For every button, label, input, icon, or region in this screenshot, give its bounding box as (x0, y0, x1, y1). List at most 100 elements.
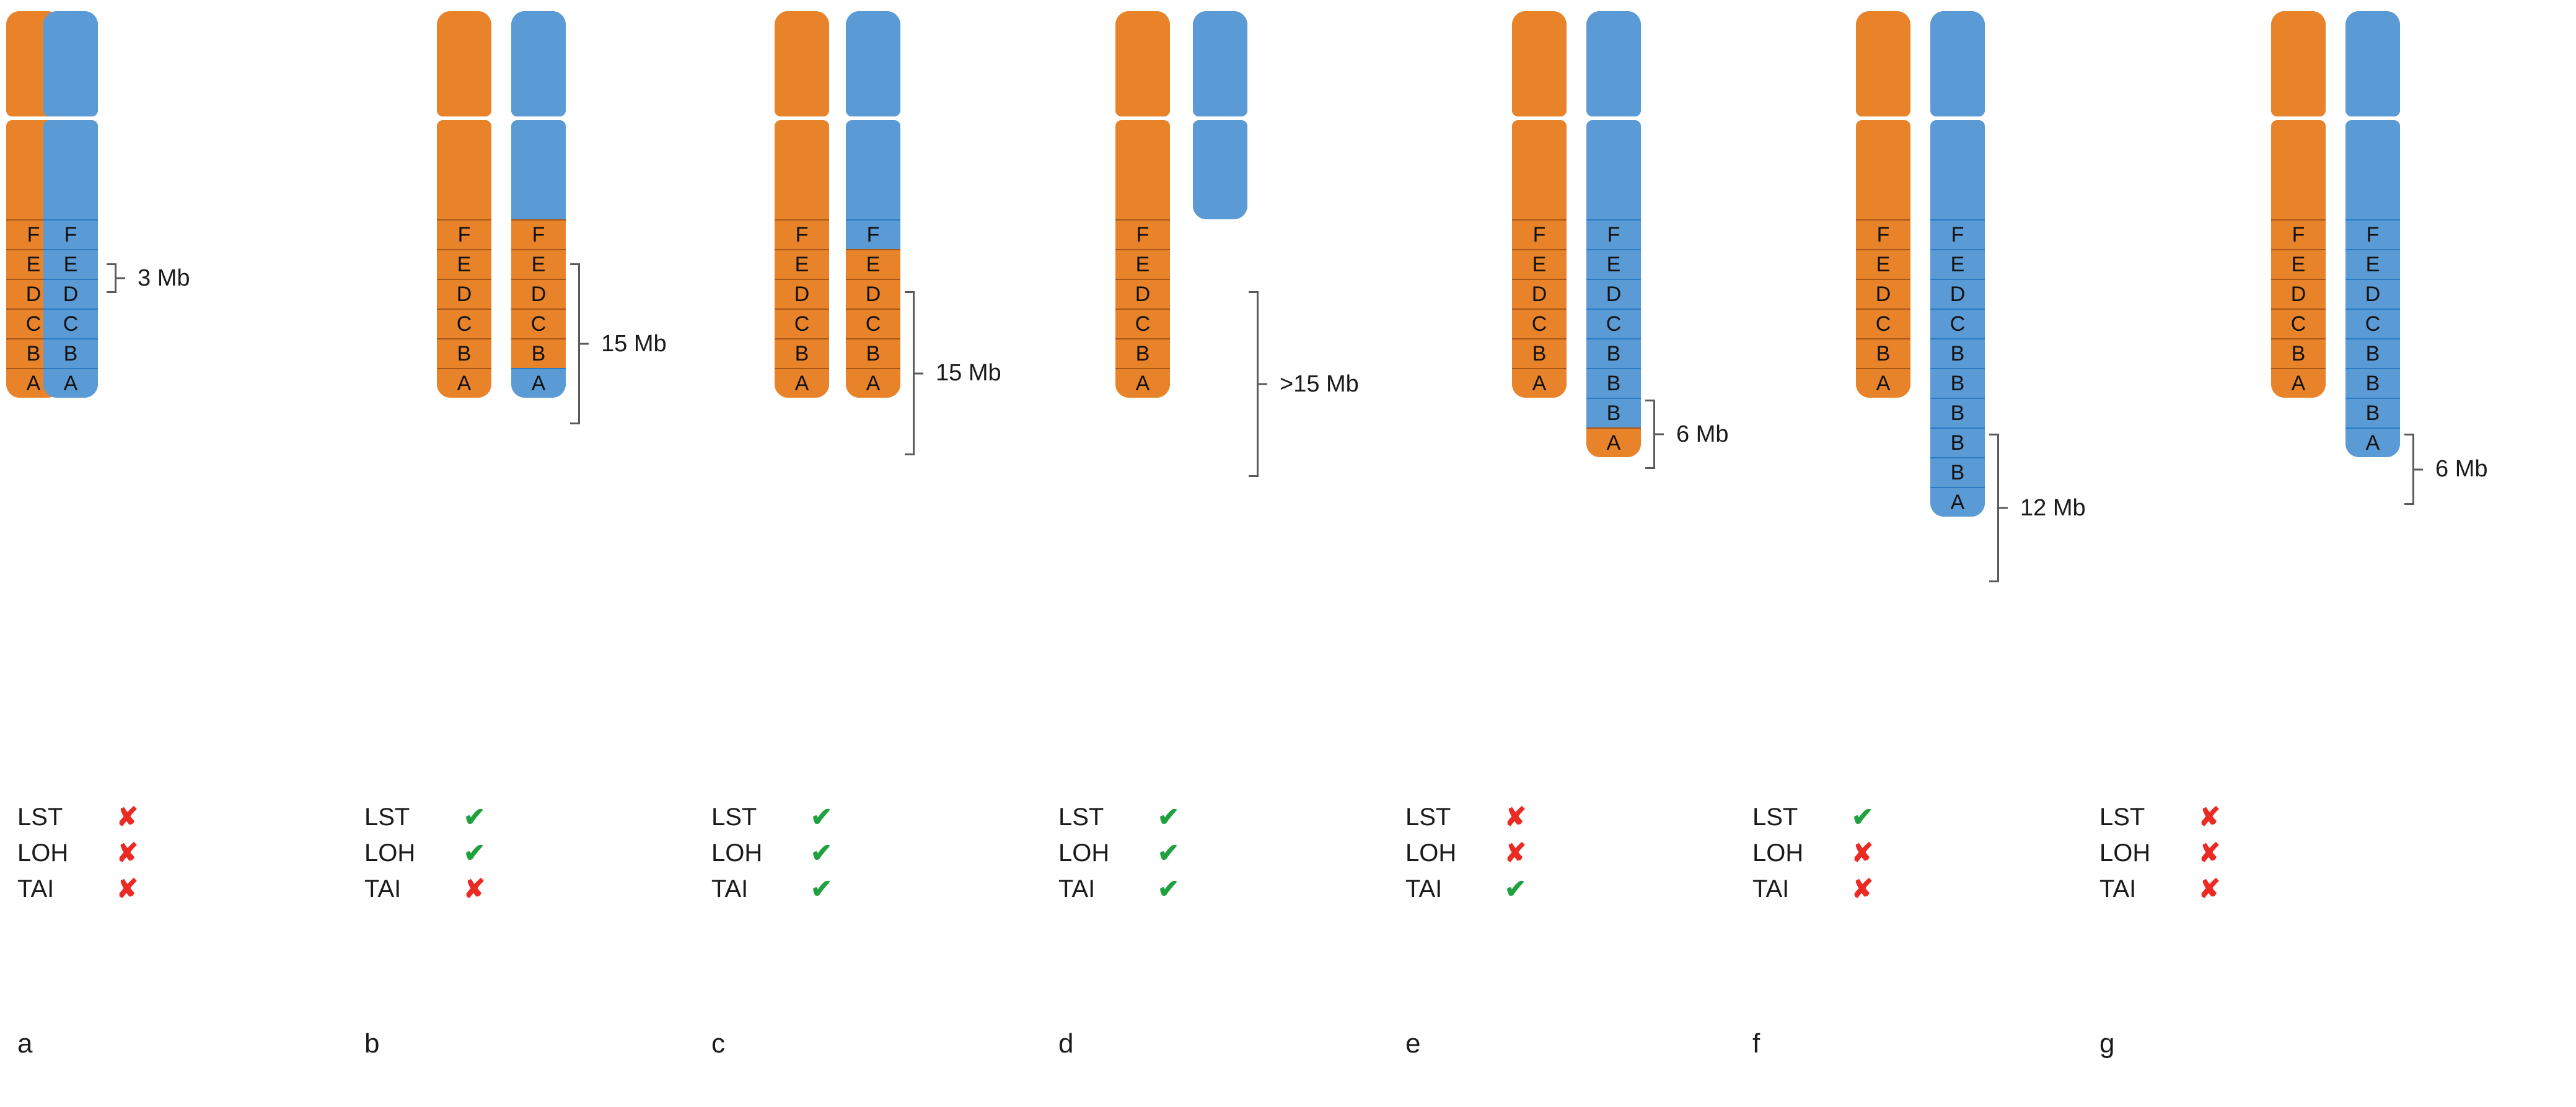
chromosome-segment-A: A (2271, 368, 2326, 398)
scar-row-loh: LOH ✘ (2099, 835, 2360, 871)
chromosome-segment-C: C (43, 308, 98, 338)
scar-label-lst: LST (364, 803, 410, 831)
chromosome-block (1856, 11, 1910, 116)
chromosome-segment-F: F (437, 219, 491, 249)
chromosome-segment-D: D (2271, 279, 2326, 308)
scar-signature-list: LST✔LOH✔TAI✔ (711, 799, 972, 907)
scar-label-lst: LST (17, 803, 63, 831)
scar-label-tai: TAI (1752, 875, 1790, 903)
panel-letter: c (711, 1028, 725, 1059)
scar-label-tai: TAI (711, 875, 749, 903)
panel-letter: d (1058, 1028, 1074, 1059)
cross-icon: ✘ (2199, 838, 2221, 867)
bracket-shape (1989, 434, 1999, 582)
scar-row-loh: LOH✔ (711, 835, 972, 871)
chromosome-segment-B: B (1586, 398, 1641, 427)
chromosome-block (1193, 120, 1247, 219)
chromosome-segment-D: D (1930, 279, 1985, 308)
cross-icon: ✘ (2199, 802, 2221, 831)
chromosome-segment-C: C (1115, 308, 1170, 338)
chromosome-segment-B: B (2345, 338, 2400, 368)
measurement-bracket: 6 Mb (2404, 434, 2487, 505)
chromosome-segment-E: E (2345, 249, 2400, 279)
scar-signature-list: LST✘LOH✘TAI✔ (1405, 799, 1666, 907)
chromosome-segment-A: A (43, 368, 98, 398)
chromosome-segment-D: D (2345, 279, 2400, 308)
chromosome-segment-C: C (775, 308, 829, 338)
chromosome-segment-B: B (1930, 427, 1985, 457)
panel-letter: f (1752, 1028, 1761, 1059)
scar-label-loh: LOH (364, 839, 416, 867)
cross-icon: ✘ (1852, 838, 1874, 867)
chromosome-segment-F: F (43, 219, 98, 249)
scar-row-lst: LST✔ (364, 799, 625, 835)
chromosome-segment-C: C (1586, 308, 1641, 338)
bracket-label: 3 Mb (138, 265, 190, 291)
cross-icon: ✘ (2199, 874, 2221, 903)
chromosome-segment-A: A (511, 368, 566, 398)
chromosome-segment-A: A (1586, 427, 1641, 457)
panel-letter: g (2099, 1028, 2115, 1059)
chromosome-segment-E: E (846, 249, 900, 279)
chromosome-segment-C: C (1930, 308, 1985, 338)
chromosome-block (846, 120, 900, 219)
scar-row-lst: LST ✘ (17, 799, 278, 835)
scar-row-tai: TAI✔ (711, 871, 972, 907)
chromosome-segment-D: D (1856, 279, 1910, 308)
scar-row-loh: LOH✘ (17, 835, 278, 871)
scar-label-lst: LST (1405, 803, 1451, 831)
chromosome-block (1930, 11, 1985, 116)
check-icon: ✔ (1505, 874, 1527, 903)
check-icon: ✔ (1158, 838, 1180, 867)
chromosome-segment-D: D (775, 279, 829, 308)
chromosome-p-arm (43, 11, 98, 116)
measurement-bracket: 6 Mb (1645, 400, 1728, 469)
chromosome-segment-F: F (775, 219, 829, 249)
bracket-shape (905, 291, 915, 455)
scar-label-tai: TAI (17, 875, 55, 903)
scar-row-lst: LST✘ (2099, 799, 2360, 835)
chromosome-block (775, 11, 829, 116)
chromosome-segment-C: C (437, 308, 491, 338)
chromosome-q-arm (1193, 120, 1247, 219)
check-icon: ✔ (1158, 874, 1180, 903)
chromosome-p-arm (511, 11, 566, 116)
chromosome-block (2345, 120, 2400, 219)
bracket-label: 15 Mb (601, 330, 667, 357)
chromosome-segment-C: C (2345, 308, 2400, 338)
measurement-bracket: >15 Mb (1249, 291, 1359, 477)
chromosome-block (511, 120, 566, 219)
chromosome-segment-D: D (43, 279, 98, 308)
chromosome-p-arm (1856, 11, 1910, 116)
chromosome-segment-B: B (1586, 368, 1641, 398)
chromosome-segment-B: B (1512, 338, 1567, 368)
scar-label-tai: TAI (2099, 875, 2137, 903)
chromosome-segment-F: F (1586, 219, 1641, 249)
cross-icon: ✘ (116, 802, 139, 831)
chromosome-segment-F: F (1115, 219, 1170, 249)
chromosome-segment-B: B (43, 338, 98, 368)
scar-label-loh: LOH (2099, 839, 2151, 867)
chromosome-segment-E: E (1586, 249, 1641, 279)
bracket-shape (1249, 291, 1259, 477)
check-icon: ✔ (1158, 802, 1180, 831)
chromosome-segment-A: A (1856, 368, 1910, 398)
chromosome-segment-E: E (1512, 249, 1567, 279)
check-icon: ✔ (1852, 802, 1874, 831)
